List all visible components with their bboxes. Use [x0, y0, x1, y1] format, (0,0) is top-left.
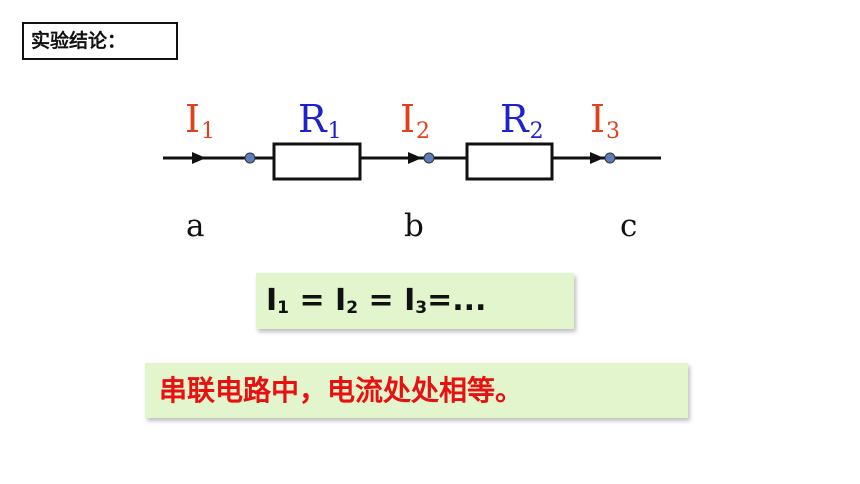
resistor-label-r2: R2 — [500, 97, 544, 144]
formula-i2-sub: 2 — [346, 298, 359, 318]
formula-box: I1 = I2 = I3=... — [256, 273, 574, 329]
current-label-i1: I1 — [185, 97, 215, 144]
resistor-r2 — [465, 142, 554, 181]
node-b — [423, 152, 435, 164]
formula-i1-sub: 1 — [277, 298, 290, 318]
formula-tail: =... — [427, 283, 487, 318]
title-text: 实验结论： — [31, 30, 127, 52]
formula-eq1: = — [289, 283, 336, 318]
current-label-i3: I3 — [590, 97, 620, 144]
current-label-i2: I2 — [400, 97, 430, 144]
current-arrow-2 — [408, 152, 422, 164]
node-a — [244, 152, 256, 164]
resistor-r1 — [272, 142, 362, 181]
current-arrow-3 — [590, 152, 604, 164]
formula-i2: I — [335, 283, 347, 318]
current-arrow-1 — [192, 152, 206, 164]
point-label-a: a — [186, 208, 204, 244]
title-box: 实验结论： — [22, 22, 178, 60]
resistor-label-r1: R1 — [298, 97, 342, 144]
formula-i3: I — [404, 283, 416, 318]
conclusion-box: 串联电路中，电流处处相等。 — [145, 363, 688, 418]
node-c — [604, 152, 616, 164]
formula-eq2: = — [358, 283, 405, 318]
point-label-c: c — [620, 208, 637, 244]
formula-i3-sub: 3 — [415, 298, 428, 318]
point-label-b: b — [404, 208, 424, 244]
conclusion-text: 串联电路中，电流处处相等。 — [159, 374, 524, 407]
formula-i1: I — [266, 283, 278, 318]
